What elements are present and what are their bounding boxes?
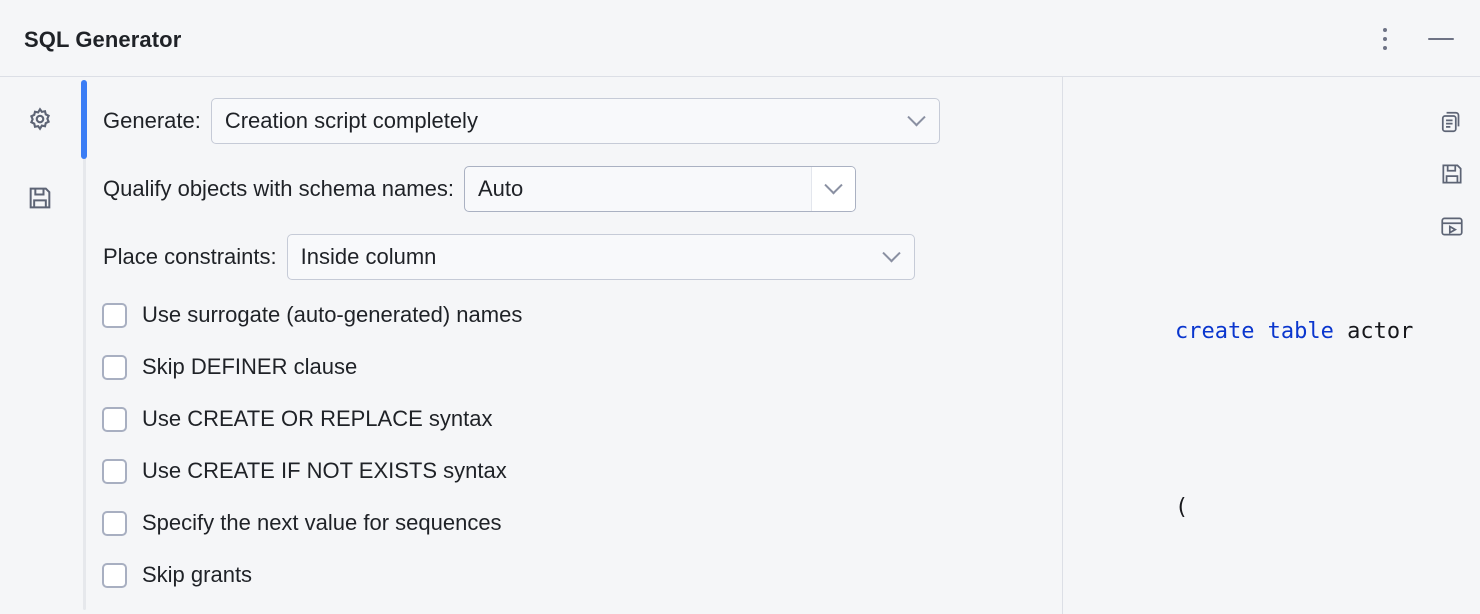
qualify-objects-label: Qualify objects with schema names: bbox=[103, 176, 454, 201]
minimize-glyph bbox=[1428, 37, 1454, 41]
sql-preview-pane[interactable]: 1 create table actor 2 ( 3 actor_id smal… bbox=[1062, 77, 1480, 614]
copy-icon[interactable] bbox=[1434, 104, 1470, 140]
code-line: 3 actor_id smallint bbox=[1069, 574, 1480, 614]
generate-label: Generate: bbox=[103, 108, 201, 133]
qualify-objects-row: Qualify objects with schema names: Auto bbox=[96, 166, 856, 212]
checkbox-label: Skip DEFINER clause bbox=[142, 354, 358, 379]
place-constraints-select-value: Inside column bbox=[300, 244, 437, 269]
place-constraints-select[interactable]: Inside column bbox=[286, 234, 915, 280]
checkbox-input[interactable] bbox=[102, 510, 127, 536]
options-pane: Generate: Creation script completely Qua… bbox=[96, 77, 1062, 614]
place-constraints-label: Place constraints: bbox=[103, 244, 277, 269]
generate-select-value: Creation script completely bbox=[224, 108, 478, 133]
minimize-icon[interactable] bbox=[1424, 22, 1458, 56]
checkbox-row[interactable]: Use CREATE IF NOT EXISTS syntax bbox=[102, 445, 1002, 497]
open-in-console-icon[interactable] bbox=[1434, 208, 1470, 244]
code-token: create table bbox=[1174, 319, 1334, 344]
checkbox-label: Use CREATE IF NOT EXISTS syntax bbox=[142, 458, 507, 483]
place-constraints-row: Place constraints: Inside column bbox=[96, 234, 915, 280]
page-title: SQL Generator bbox=[24, 27, 182, 52]
checkbox-label: Skip grants bbox=[142, 562, 253, 587]
checkbox-label: Use surrogate (auto-generated) names bbox=[142, 302, 523, 327]
code-token: actor bbox=[1333, 319, 1414, 344]
checkbox-input[interactable] bbox=[102, 562, 127, 588]
code-line: 2 ( bbox=[1069, 398, 1480, 520]
chevron-down-icon bbox=[870, 235, 914, 279]
kebab-glyph bbox=[1383, 26, 1387, 53]
checkbox-row[interactable]: Skip DEFINER clause bbox=[102, 341, 1002, 393]
options-checkbox-list: Use surrogate (auto-generated) names Ski… bbox=[102, 289, 1002, 601]
checkbox-input[interactable] bbox=[102, 354, 127, 380]
code-actions-toolbar bbox=[1424, 77, 1480, 614]
checkbox-label: Use CREATE OR REPLACE syntax bbox=[142, 406, 493, 431]
qualify-objects-select-value: Auto bbox=[477, 176, 524, 201]
chevron-down-icon bbox=[810, 167, 855, 211]
save-icon[interactable] bbox=[22, 180, 58, 216]
checkbox-row[interactable]: Use CREATE OR REPLACE syntax bbox=[102, 393, 1002, 445]
code-editor[interactable]: 1 create table actor 2 ( 3 actor_id smal… bbox=[1069, 90, 1480, 614]
kebab-menu-icon[interactable] bbox=[1368, 22, 1402, 56]
options-scrollbar-track[interactable] bbox=[83, 80, 86, 610]
code-line: 1 create table actor bbox=[1069, 222, 1480, 344]
left-toolbar bbox=[0, 77, 72, 614]
checkbox-row[interactable]: Specify the next value for sequences bbox=[102, 497, 1002, 549]
gear-icon[interactable] bbox=[22, 103, 58, 139]
checkbox-input[interactable] bbox=[102, 302, 127, 328]
title-bar: SQL Generator bbox=[0, 0, 1480, 77]
checkbox-input[interactable] bbox=[102, 406, 127, 432]
generate-select[interactable]: Creation script completely bbox=[210, 98, 940, 144]
generate-row: Generate: Creation script completely bbox=[96, 98, 940, 144]
options-scrollbar-thumb[interactable] bbox=[81, 80, 87, 159]
chevron-down-icon bbox=[895, 99, 939, 143]
checkbox-label: Specify the next value for sequences bbox=[142, 510, 502, 535]
save-icon[interactable] bbox=[1434, 156, 1470, 192]
checkbox-row[interactable]: Use surrogate (auto-generated) names bbox=[102, 289, 1002, 341]
checkbox-input[interactable] bbox=[102, 458, 127, 484]
qualify-objects-select[interactable]: Auto bbox=[463, 166, 856, 212]
checkbox-row[interactable]: Skip grants bbox=[102, 549, 1002, 601]
code-token: ( bbox=[1174, 495, 1189, 520]
